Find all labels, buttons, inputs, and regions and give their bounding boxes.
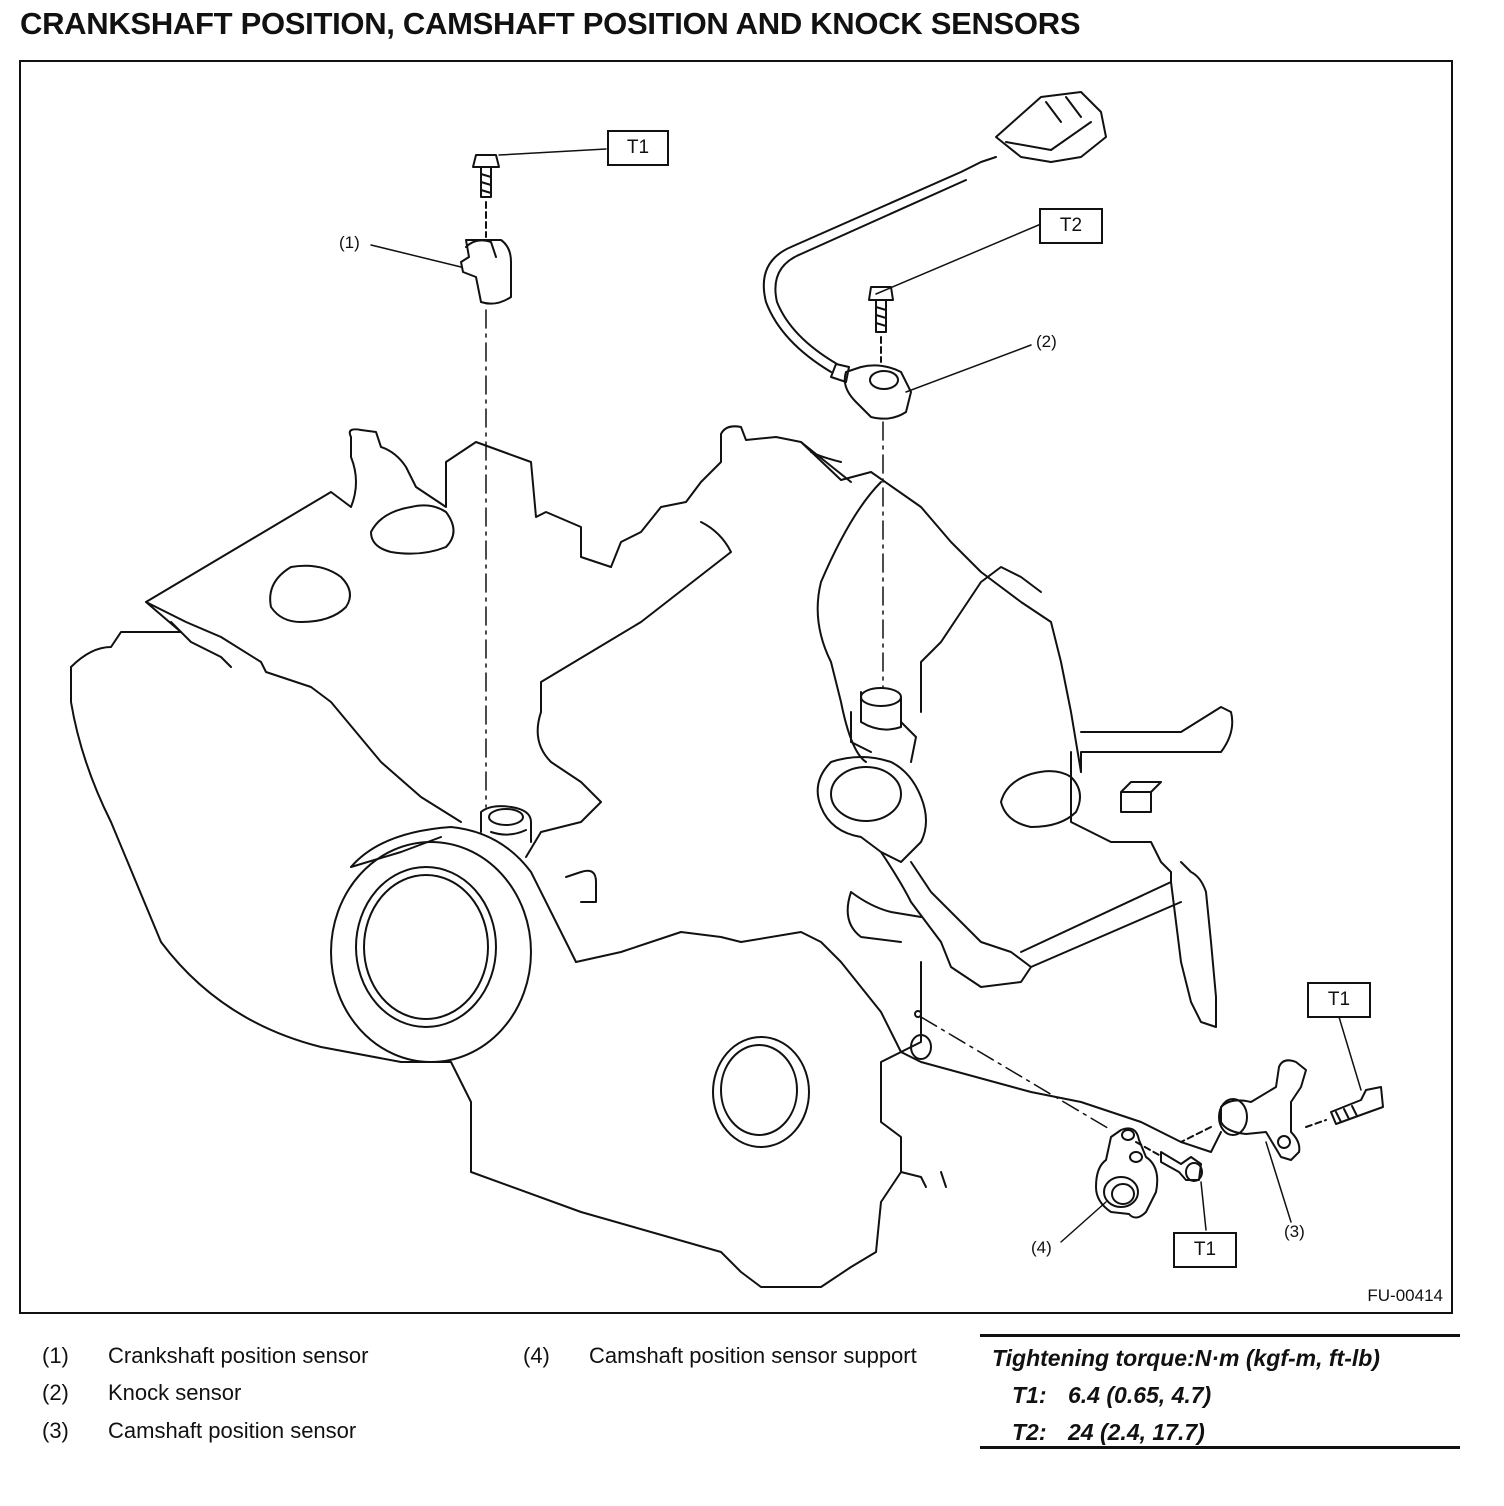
callout-2: (2) bbox=[1036, 332, 1057, 351]
tightening-torque-table: Tightening torque:N·m (kgf-m, ft-lb) T1:… bbox=[980, 1334, 1460, 1449]
exploded-diagram: T1 T2 T1 T1 (1) (2) (3) (4) FU-00414 bbox=[19, 60, 1453, 1314]
support-bolt bbox=[1160, 1151, 1202, 1181]
cam-pulley-opening bbox=[712, 1036, 810, 1148]
crank-sensor bbox=[460, 239, 512, 305]
knock-connector bbox=[995, 91, 1107, 163]
torque-heading: Tightening torque:N·m (kgf-m, ft-lb) bbox=[992, 1345, 1380, 1371]
legend-text: Camshaft position sensor support bbox=[589, 1343, 917, 1368]
torque-key: T1: bbox=[1012, 1382, 1047, 1408]
torque-tag-t1-bottom: T1 bbox=[1173, 1232, 1237, 1268]
cam-sensor bbox=[1220, 1059, 1307, 1161]
torque-tag-t1-right: T1 bbox=[1307, 982, 1371, 1018]
legend-number: (4) bbox=[523, 1343, 550, 1368]
torque-value: 24 (2.4, 17.7) bbox=[1068, 1419, 1205, 1445]
figure-id: FU-00414 bbox=[1367, 1286, 1443, 1305]
knock-harness bbox=[762, 156, 997, 373]
torque-row-t2: T2: 24 (2.4, 17.7) bbox=[1012, 1419, 1205, 1446]
torque-value: 6.4 (0.65, 4.7) bbox=[1068, 1382, 1212, 1408]
crank-pulley bbox=[330, 841, 532, 1063]
legend-number: (3) bbox=[42, 1418, 69, 1443]
legend-number: (1) bbox=[42, 1343, 69, 1368]
callout-4: (4) bbox=[1031, 1238, 1052, 1257]
torque-tag-t1-top: T1 bbox=[607, 130, 669, 166]
engine-block-outline bbox=[70, 666, 922, 1288]
torque-key: T2: bbox=[1012, 1419, 1047, 1445]
engine-drawing bbox=[70, 91, 1384, 1288]
knock-sensor bbox=[843, 364, 912, 420]
legend-text: Crankshaft position sensor bbox=[108, 1343, 369, 1368]
callout-3: (3) bbox=[1284, 1222, 1305, 1241]
legend-text: Knock sensor bbox=[108, 1380, 242, 1405]
torque-tag-t2: T2 bbox=[1039, 208, 1103, 244]
legend-number: (2) bbox=[42, 1380, 69, 1405]
callout-1: (1) bbox=[339, 233, 360, 252]
torque-row-t1: T1: 6.4 (0.65, 4.7) bbox=[1012, 1382, 1211, 1409]
legend-text: Camshaft position sensor bbox=[108, 1418, 357, 1443]
page-title: CRANKSHAFT POSITION, CAMSHAFT POSITION A… bbox=[20, 6, 1081, 41]
cam-sensor-support bbox=[1095, 1127, 1159, 1219]
